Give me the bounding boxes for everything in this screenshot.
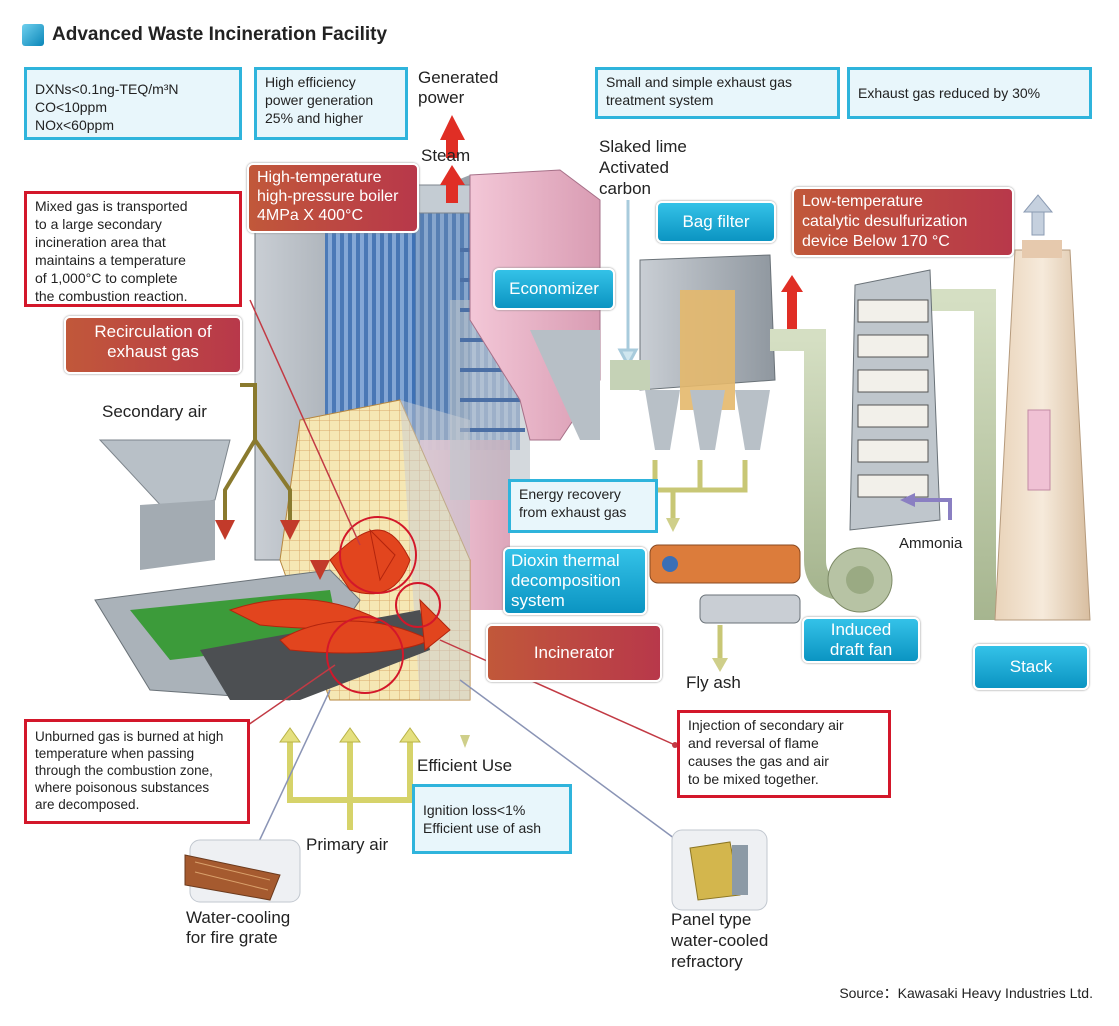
dioxin-unit <box>649 544 801 624</box>
panel-detail <box>671 829 768 911</box>
ash-pipes <box>652 460 748 520</box>
exhaust-reduced-box: Exhaust gas reduced by 30% <box>847 67 1092 119</box>
page-title: Advanced Waste Incineration Facility <box>22 24 387 46</box>
steam-arrows <box>440 115 465 203</box>
economizer-label: Economizer <box>493 268 615 310</box>
stack <box>994 240 1091 621</box>
title-text: Advanced Waste Incineration Facility <box>52 24 388 45</box>
energy-recovery-box: Energy recovery from exhaust gas <box>508 479 658 533</box>
air-ducts <box>223 383 292 520</box>
unburned-gas-note: Unburned gas is burned at high temperatu… <box>24 719 250 824</box>
stack-label: Stack <box>973 644 1089 690</box>
ammonia-arrow <box>915 498 952 520</box>
steam-label: Steam <box>421 146 471 165</box>
stack-arrow <box>1022 194 1054 236</box>
primary-air-arrows <box>287 740 413 830</box>
ammonia-label: Ammonia <box>899 535 963 552</box>
source-credit: Source：Kawasaki Heavy Industries Ltd. <box>839 985 1093 1001</box>
desulfurization-label: Low-temperature catalytic desulfurizatio… <box>792 187 1014 257</box>
induced-fan <box>827 547 893 613</box>
incinerator-label: Incinerator <box>486 624 662 682</box>
induced-fan-label: Induced draft fan <box>802 617 920 663</box>
fly-ash-label: Fly ash <box>686 673 741 692</box>
ignition-loss-box: Ignition loss<1% Efficient use of ash <box>412 784 572 854</box>
secondary-injection-note: Injection of secondary air and reversal … <box>677 710 891 798</box>
callout-lines <box>247 299 676 746</box>
grate-detail <box>184 839 301 903</box>
efficient-use-label: Efficient Use <box>417 756 513 775</box>
emissions-box: DXNs<0.1ng-TEQ/m³N CO<10ppm NOx<60ppm <box>24 67 242 140</box>
water-cooling-label: Water-cooling for fire grate <box>186 908 291 947</box>
recirc-arrows <box>215 520 330 580</box>
zone-circles <box>326 516 441 694</box>
panel-type-label: Panel type water-cooled refractory <box>671 910 769 971</box>
bag-filter-label: Bag filter <box>656 201 776 243</box>
desulfurization-tower <box>849 269 941 531</box>
mixed-gas-note: Mixed gas is transported to a large seco… <box>24 191 242 307</box>
bagfilter-red-arrow <box>781 275 803 340</box>
primary-air-label: Primary air <box>306 835 389 854</box>
efficiency-box: High efficiency power generation 25% and… <box>254 67 408 140</box>
recirculation-label: Recirculation of exhaust gas <box>64 316 242 374</box>
efficient-use-arrow <box>460 735 470 748</box>
bag-filter <box>610 254 776 450</box>
small-system-box: Small and simple exhaust gas treatment s… <box>595 67 840 119</box>
boiler-label: High-temperature high-pressure boiler 4M… <box>247 163 419 233</box>
dioxin-label: Dioxin thermal decomposition system <box>503 547 647 615</box>
generated-power-label: Generated power <box>418 68 499 107</box>
lime-arrow <box>617 200 639 369</box>
slaked-lime-label: Slaked lime Activated carbon <box>599 137 687 198</box>
title-square-icon <box>22 24 44 46</box>
secondary-air-label: Secondary air <box>102 402 207 421</box>
